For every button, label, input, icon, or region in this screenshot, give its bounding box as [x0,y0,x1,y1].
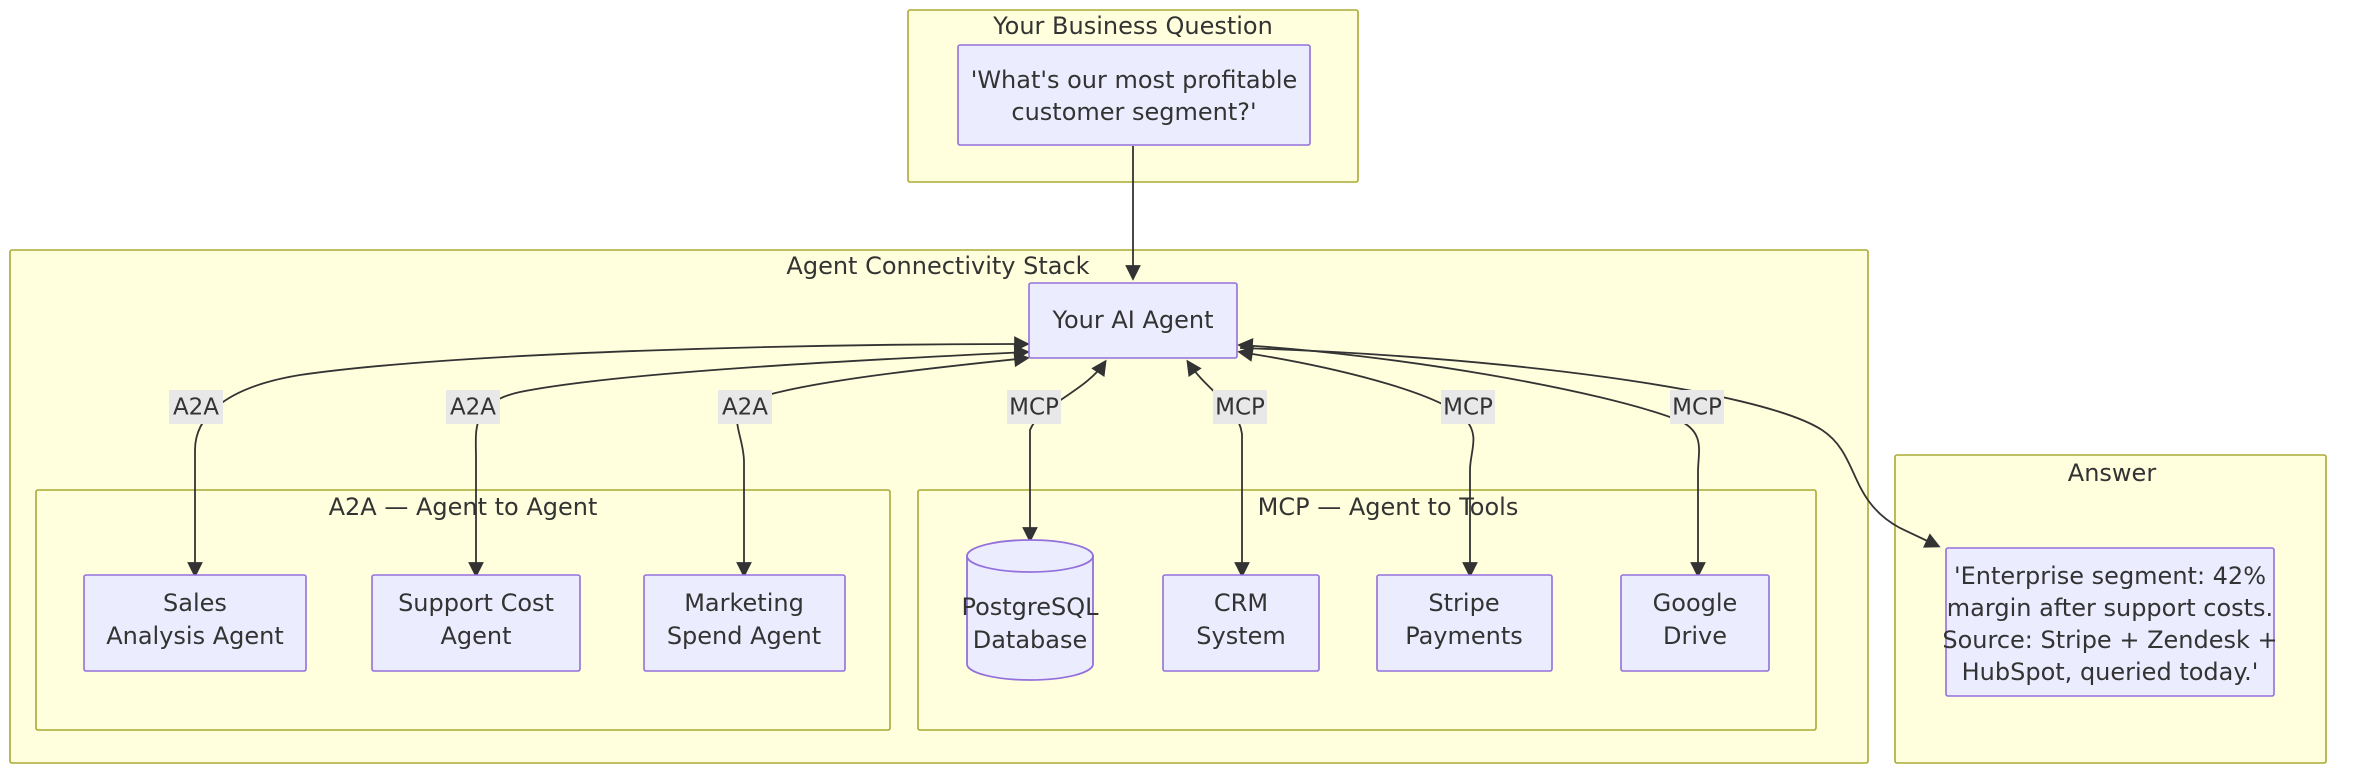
node-crm-system-line2: System [1196,622,1286,650]
edge-labels-group: A2A A2A A2A MCP MCP MCP [169,390,1724,424]
node-postgresql-database-top [966,539,1094,573]
edge-label-mcp-2: MCP [1213,390,1267,424]
node-stripe-payments-rect[interactable] [1376,574,1553,672]
node-sales-analysis-agent[interactable]: Sales Analysis Agent [83,574,307,672]
edge-label-mcp-4: MCP [1670,390,1724,424]
node-crm-system[interactable]: CRM System [1162,574,1320,672]
cluster-stack-title: Agent Connectivity Stack [786,252,1089,280]
edge-agent-gdrive [1240,345,1699,575]
edge-agent-marketing-agent [737,358,1027,575]
node-your-ai-agent-rect[interactable] [1028,282,1238,359]
edge-label-mcp-1: MCP [1007,390,1061,424]
cluster-answer-title: Answer [2068,459,2157,487]
cluster-a2a-title: A2A — Agent to Agent [329,493,598,521]
node-business-question-line1: 'What's our most profitable [971,66,1298,94]
node-business-question[interactable]: 'What's our most profitable customer seg… [957,44,1311,146]
node-google-drive[interactable]: Google Drive [1620,574,1770,672]
node-marketing-spend-agent[interactable]: Marketing Spend Agent [643,574,846,672]
cluster-mcp-title: MCP — Agent to Tools [1258,493,1519,521]
node-support-cost-agent[interactable]: Support Cost Agent [371,574,581,672]
node-crm-system-rect[interactable] [1162,574,1320,672]
node-answer-line3: Source: Stripe + Zendesk + [1942,626,2277,654]
node-google-drive-rect[interactable] [1620,574,1770,672]
edge-label-a2a-2: A2A [446,390,500,424]
edge-label-mcp-2-text: MCP [1215,395,1265,421]
node-crm-system-line1: CRM [1214,589,1268,617]
edge-label-mcp-1-text: MCP [1009,395,1059,421]
node-business-question-rect[interactable] [957,44,1311,146]
node-stripe-payments[interactable]: Stripe Payments [1376,574,1553,672]
edge-label-a2a-1: A2A [169,390,223,424]
edge-agent-to-answer [1239,347,1938,546]
node-support-cost-agent-rect[interactable] [371,574,581,672]
node-sales-analysis-agent-line2: Analysis Agent [106,622,284,650]
node-sales-analysis-agent-line1: Sales [163,589,227,617]
node-business-question-line2: customer segment?' [1011,98,1256,126]
node-support-cost-agent-line1: Support Cost [398,589,554,617]
node-your-ai-agent-label: Your AI Agent [1051,306,1213,334]
node-postgresql-database-line2: Database [973,626,1088,654]
cluster-question-title: Your Business Question [992,12,1273,40]
node-support-cost-agent-line2: Agent [440,622,511,650]
edge-label-mcp-3-text: MCP [1443,395,1493,421]
node-your-ai-agent[interactable]: Your AI Agent [1028,282,1238,359]
edge-label-a2a-2-text: A2A [450,395,496,421]
edge-label-a2a-3-text: A2A [722,395,768,421]
node-stripe-payments-line2: Payments [1405,622,1523,650]
node-postgresql-database[interactable]: PostgreSQL Database [961,539,1099,681]
node-answer-rect[interactable] [1945,547,2275,697]
node-answer-line1: 'Enterprise segment: 42% [1954,562,2266,590]
edge-label-mcp-3: MCP [1441,390,1495,424]
node-google-drive-line1: Google [1653,589,1738,617]
node-sales-analysis-agent-rect[interactable] [83,574,307,672]
edge-label-a2a-3: A2A [718,390,772,424]
edge-label-mcp-4-text: MCP [1672,395,1722,421]
node-postgresql-database-body[interactable] [966,555,1094,681]
node-postgresql-database-line1: PostgreSQL [961,593,1099,621]
edge-label-a2a-1-text: A2A [173,395,219,421]
node-google-drive-line2: Drive [1663,622,1727,650]
node-stripe-payments-line1: Stripe [1428,589,1499,617]
node-answer-line2: margin after support costs. [1947,594,2273,622]
node-marketing-spend-agent-rect[interactable] [643,574,846,672]
node-answer-line4: HubSpot, queried today.' [1962,658,2259,686]
node-answer[interactable]: 'Enterprise segment: 42% margin after su… [1942,547,2278,697]
node-marketing-spend-agent-line2: Spend Agent [667,622,821,650]
node-marketing-spend-agent-line1: Marketing [684,589,804,617]
